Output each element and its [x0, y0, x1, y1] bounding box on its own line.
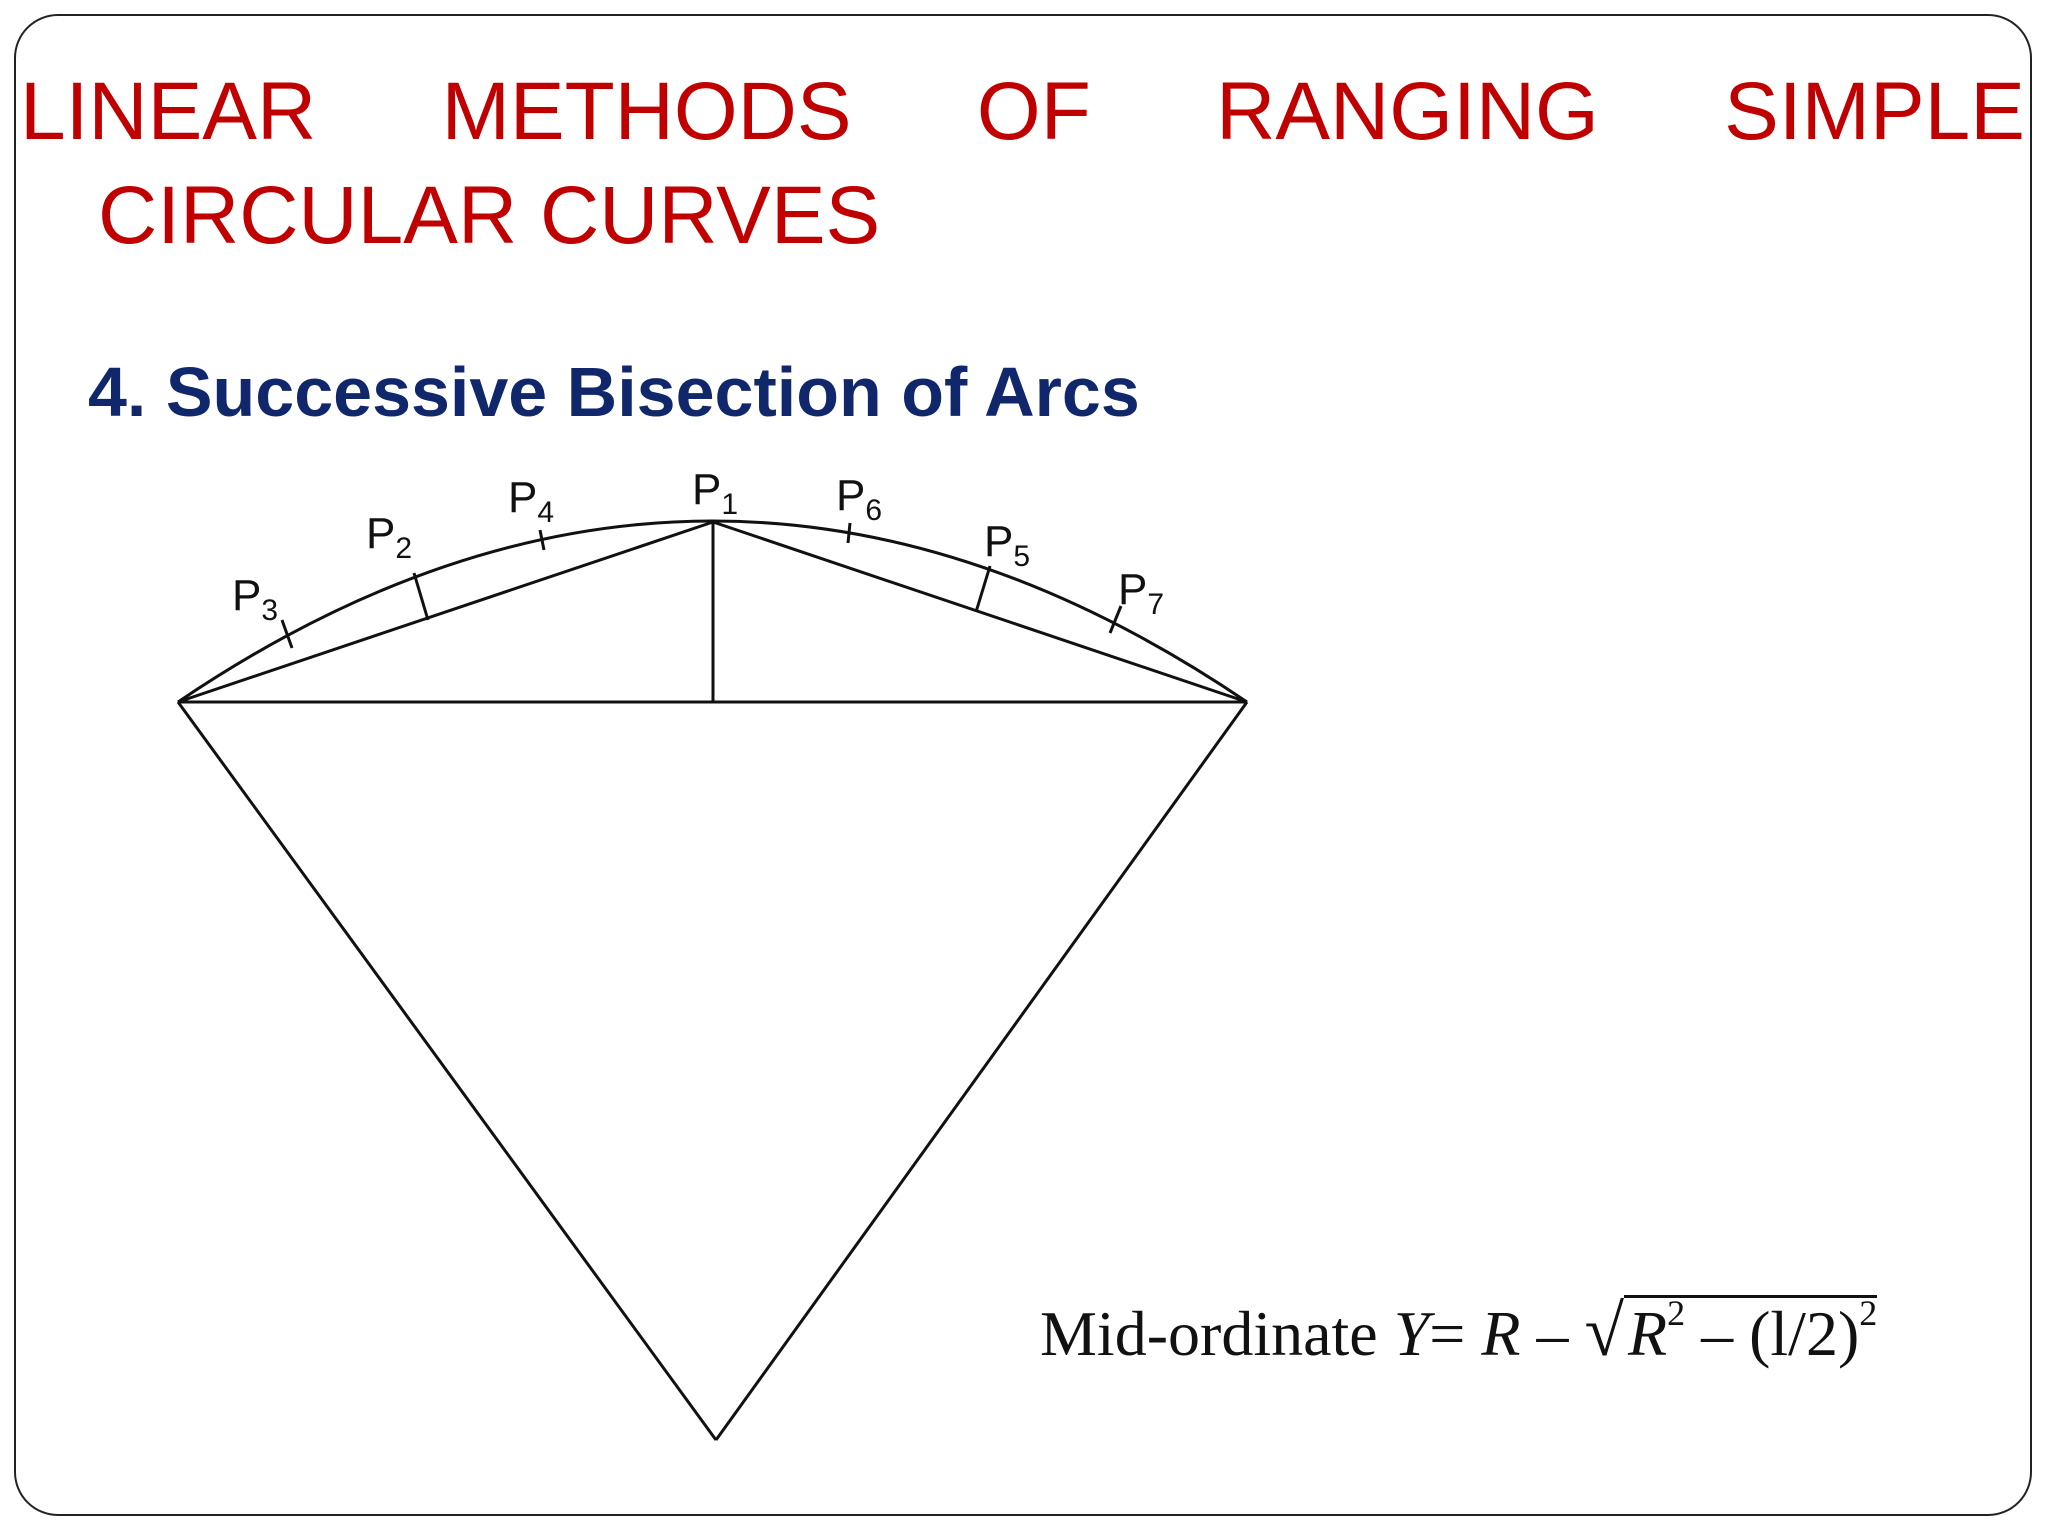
- formula-minus-2: –: [1701, 1298, 1734, 1369]
- formula-exponent-2: 2: [1859, 1293, 1878, 1333]
- formula-label: Mid-ordinate: [1040, 1298, 1378, 1369]
- mid-ordinate-p2: [412, 572, 430, 621]
- formula-radicand: R2 – (l/2)2: [1623, 1293, 1878, 1369]
- title-word-5: SIMPLE: [1724, 66, 2025, 157]
- curve-arc: [177, 519, 1248, 704]
- point-label-p3: P3: [232, 571, 278, 627]
- radius-left: [176, 701, 718, 1441]
- title-word-2: METHODS: [441, 66, 852, 157]
- title-line-2: CIRCULAR CURVES: [98, 170, 881, 261]
- tick-p6: [846, 522, 852, 544]
- point-label-p2: P2: [366, 509, 412, 565]
- tick-p7: [1108, 605, 1123, 634]
- point-label-p7: P7: [1118, 565, 1164, 621]
- formula-y: Y: [1393, 1298, 1430, 1369]
- formula-minus: –: [1536, 1298, 1569, 1369]
- slide-frame: [14, 14, 2032, 1516]
- formula-equals: =: [1429, 1298, 1466, 1369]
- title-word-3: OF: [976, 66, 1091, 157]
- section-heading: 4. Successive Bisection of Arcs: [88, 353, 1140, 431]
- tick-p4: [538, 529, 546, 551]
- mid-ordinate-formula: Mid-ordinate Y= R – √R2 – (l/2)2: [1040, 1290, 1878, 1373]
- formula-half-chord: (l/2): [1749, 1298, 1860, 1369]
- tick-p3: [280, 619, 294, 649]
- title-word-4: RANGING: [1216, 66, 1599, 157]
- point-label-p6: P6: [836, 471, 882, 527]
- point-label-p1: P1: [692, 465, 738, 521]
- chord-left: [177, 520, 714, 704]
- radius-right: [714, 701, 1249, 1441]
- formula-exponent-1: 2: [1667, 1293, 1686, 1333]
- slide-title: LINEAR METHODS OF RANGING SIMPLE CIRCULA…: [20, 60, 2025, 268]
- chord-right: [712, 520, 1248, 704]
- formula-r-squared: R: [1627, 1298, 1668, 1369]
- point-label-p4: P4: [508, 473, 554, 529]
- formula-r: R: [1481, 1298, 1521, 1369]
- title-line-1: LINEAR METHODS OF RANGING SIMPLE: [20, 60, 2025, 164]
- mid-ordinate-p5: [974, 565, 992, 613]
- title-word-1: LINEAR: [20, 66, 317, 157]
- point-label-p5: P5: [984, 517, 1030, 573]
- square-root-icon: √: [1584, 1291, 1624, 1371]
